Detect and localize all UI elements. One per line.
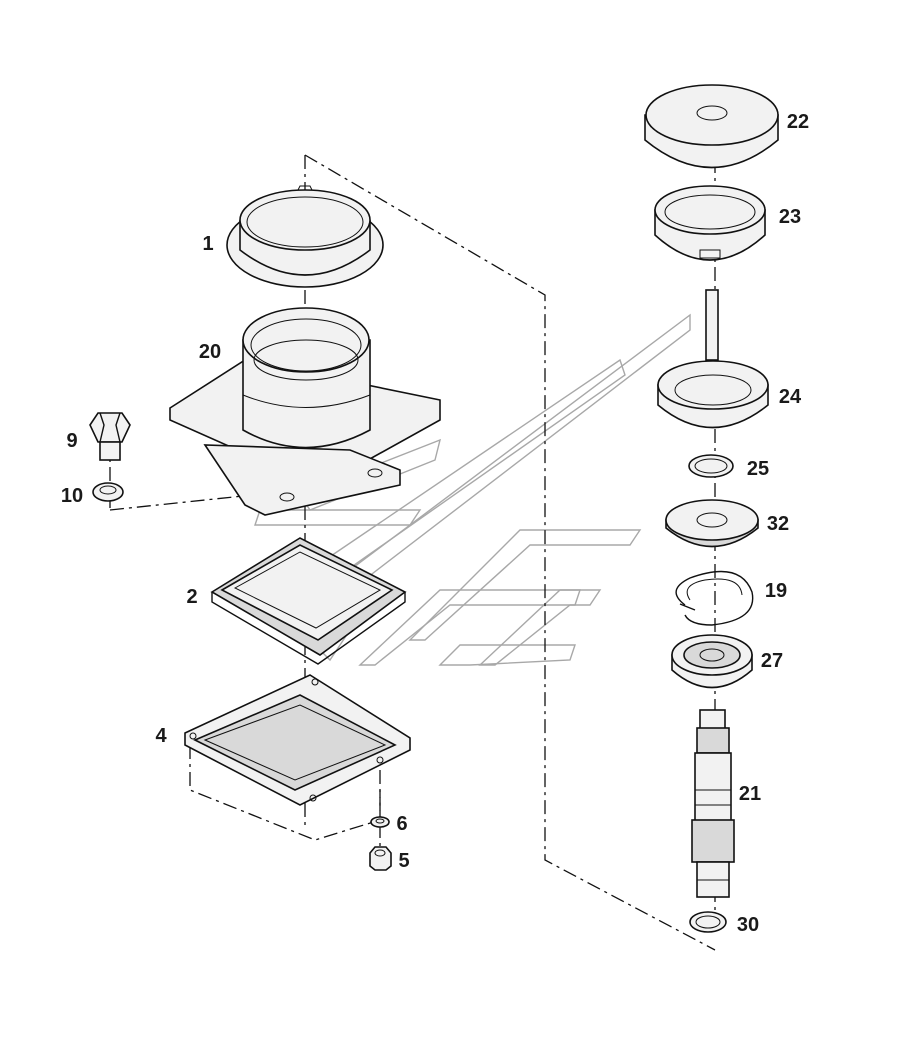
label-part-4: 4 [155,725,167,747]
part-19-snap-ring [675,570,754,626]
part-23-ring [654,185,766,261]
part-10-washer [92,482,124,502]
part-9-bolt [89,412,131,461]
label-part-5: 5 [398,850,409,872]
part-4-pan [184,674,411,806]
watermark-logo [254,313,691,666]
label-part-20: 20 [199,341,221,363]
part-27-bearing [671,634,753,689]
label-part-6: 6 [396,813,407,835]
part-30-washer [689,911,727,933]
part-6-washer [370,816,390,828]
label-part-19: 19 [765,580,787,602]
part-25-circlip [688,454,734,478]
part-1-seal-cover [226,185,384,288]
part-24-collar [657,289,769,429]
part-21-shaft [691,709,735,898]
assembly-axis-lines [109,105,716,951]
label-part-25: 25 [747,458,769,480]
part-labels: 1 20 9 10 2 4 6 5 22 23 24 25 32 19 27 2… [61,111,809,936]
label-part-23: 23 [779,206,801,228]
part-2-gasket [210,537,407,665]
label-part-32: 32 [767,513,789,535]
label-part-30: 30 [737,914,759,936]
label-part-10: 10 [61,485,83,507]
part-32-thrust-washer [665,499,759,548]
part-20-flange-housing [169,307,441,516]
label-part-27: 27 [761,650,783,672]
label-part-22: 22 [787,111,809,133]
part-22-cap [644,84,779,169]
label-part-9: 9 [66,430,77,452]
label-part-24: 24 [779,386,802,408]
label-part-21: 21 [739,783,761,805]
part-5-nut [369,846,392,871]
label-part-2: 2 [186,586,197,608]
label-part-1: 1 [202,233,213,255]
